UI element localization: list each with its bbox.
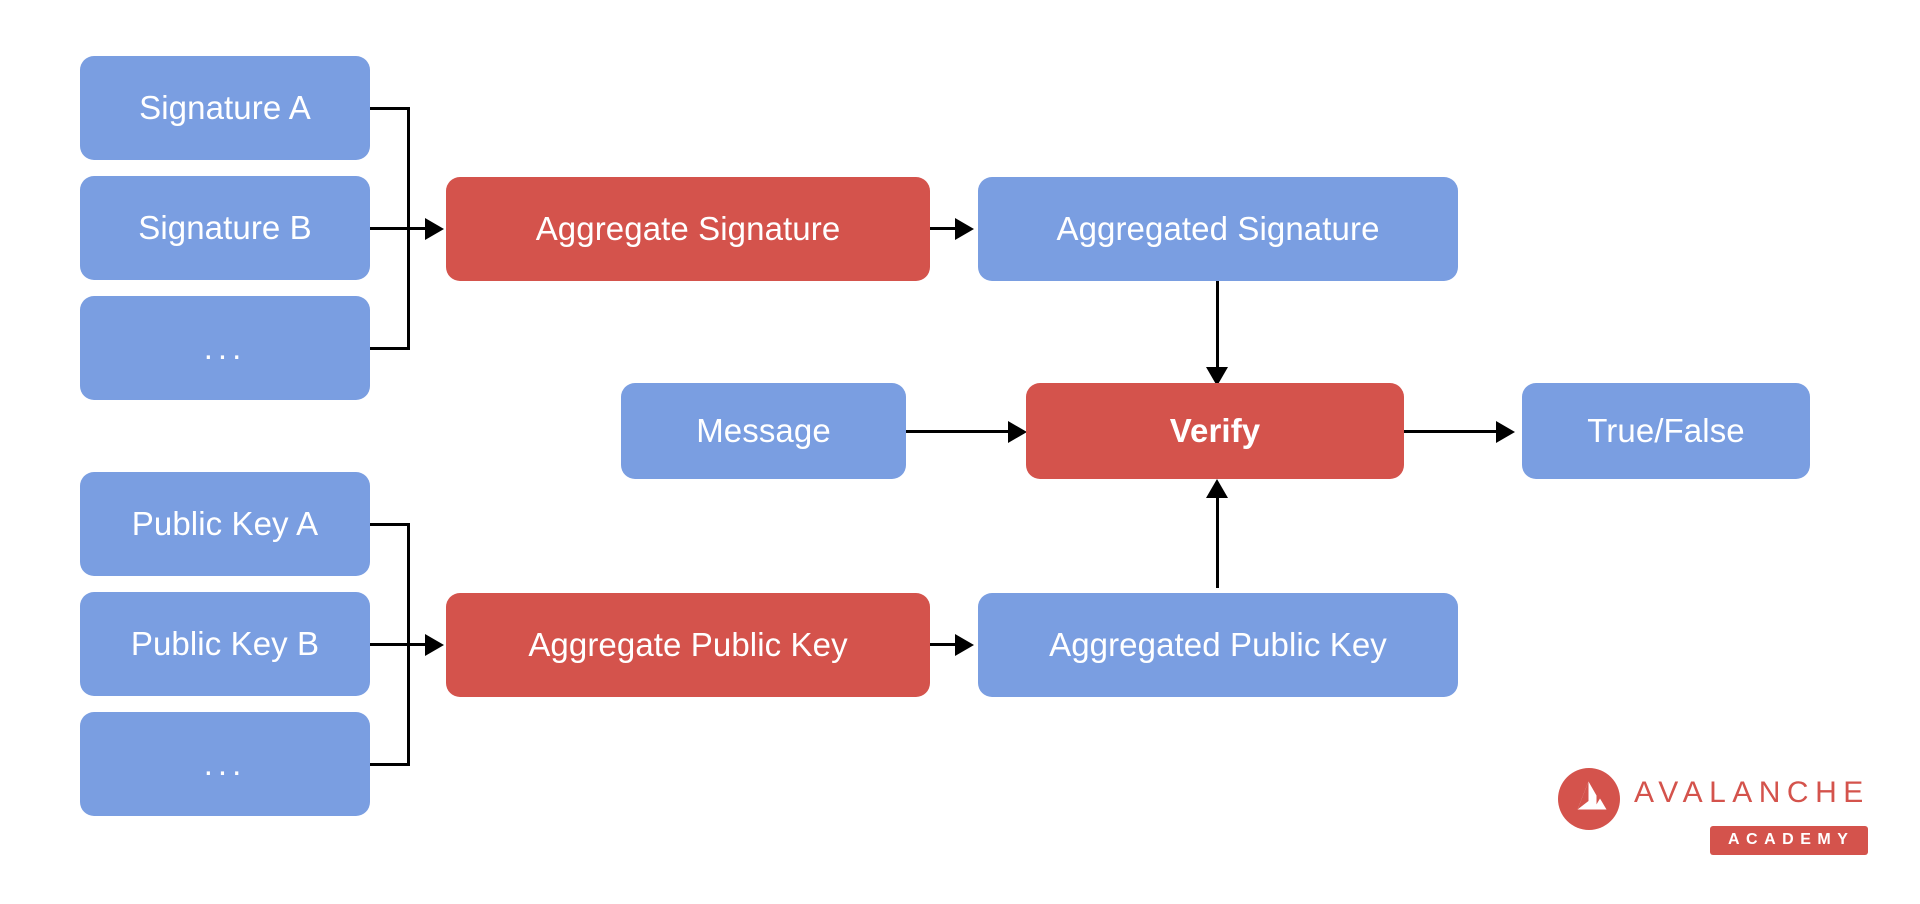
edge-aggregate-to-aggregated-public-key (930, 643, 960, 646)
edge-signature-more-stub (370, 347, 410, 350)
arrowhead-aggregated-signature (955, 218, 974, 240)
edge-message-to-verify (906, 430, 1016, 433)
node-public-key-a: Public Key A (80, 472, 370, 576)
edge-aggregated-signature-to-verify (1216, 281, 1219, 371)
edge-public-key-b-stub (370, 643, 410, 646)
node-label: Signature B (138, 208, 312, 246)
node-label: Signature A (139, 88, 311, 126)
node-label: True/False (1587, 411, 1745, 449)
arrowhead-public-key-bus-to-aggregate (425, 634, 444, 656)
node-aggregate-signature: Aggregate Signature (446, 177, 930, 281)
node-label: Aggregate Public Key (528, 625, 848, 663)
node-aggregate-public-key: Aggregate Public Key (446, 593, 930, 697)
edge-signature-b-stub (370, 227, 410, 230)
arrowhead-aggregated-public-key (955, 634, 974, 656)
node-signature-b: Signature B (80, 176, 370, 280)
edge-public-key-more-stub (370, 763, 410, 766)
node-aggregated-public-key: Aggregated Public Key (978, 593, 1458, 697)
avalanche-academy-logo: AVALANCHE ACADEMY (1558, 768, 1878, 866)
node-signature-more: ... (80, 296, 370, 400)
arrowhead-verify-left (1008, 421, 1027, 443)
arrowhead-verify-bottom (1206, 479, 1228, 498)
edge-signature-bus-to-aggregate (407, 227, 432, 230)
edge-signature-a-stub (370, 107, 410, 110)
node-public-key-b: Public Key B (80, 592, 370, 696)
edge-aggregate-to-aggregated-signature (930, 227, 960, 230)
arrowhead-signature-bus-to-aggregate (425, 218, 444, 240)
node-label: Aggregate Signature (535, 209, 841, 247)
edge-public-key-bus-to-aggregate (407, 643, 432, 646)
node-label: Public Key B (130, 624, 320, 662)
node-label: Aggregated Public Key (1049, 625, 1387, 663)
node-true-false: True/False (1522, 383, 1810, 479)
edge-aggregated-public-key-to-verify (1216, 498, 1219, 588)
node-label: Verify (1169, 411, 1261, 449)
arrowhead-result (1496, 421, 1515, 443)
node-label: Message (696, 411, 831, 449)
node-signature-a: Signature A (80, 56, 370, 160)
node-label: ... (203, 328, 247, 366)
avalanche-wordmark: AVALANCHE (1634, 776, 1870, 809)
node-label: ... (203, 744, 247, 782)
edge-public-key-a-stub (370, 523, 410, 526)
node-label: Public Key A (131, 504, 319, 542)
arrowhead-verify-top (1206, 367, 1228, 386)
avalanche-logo-mark-icon (1558, 768, 1620, 830)
academy-badge: ACADEMY (1710, 826, 1869, 855)
node-aggregated-signature: Aggregated Signature (978, 177, 1458, 281)
node-label: Aggregated Signature (1056, 209, 1380, 247)
edge-verify-to-result (1404, 430, 1504, 433)
node-public-key-more: ... (80, 712, 370, 816)
node-message: Message (621, 383, 906, 479)
node-verify: Verify (1026, 383, 1404, 479)
